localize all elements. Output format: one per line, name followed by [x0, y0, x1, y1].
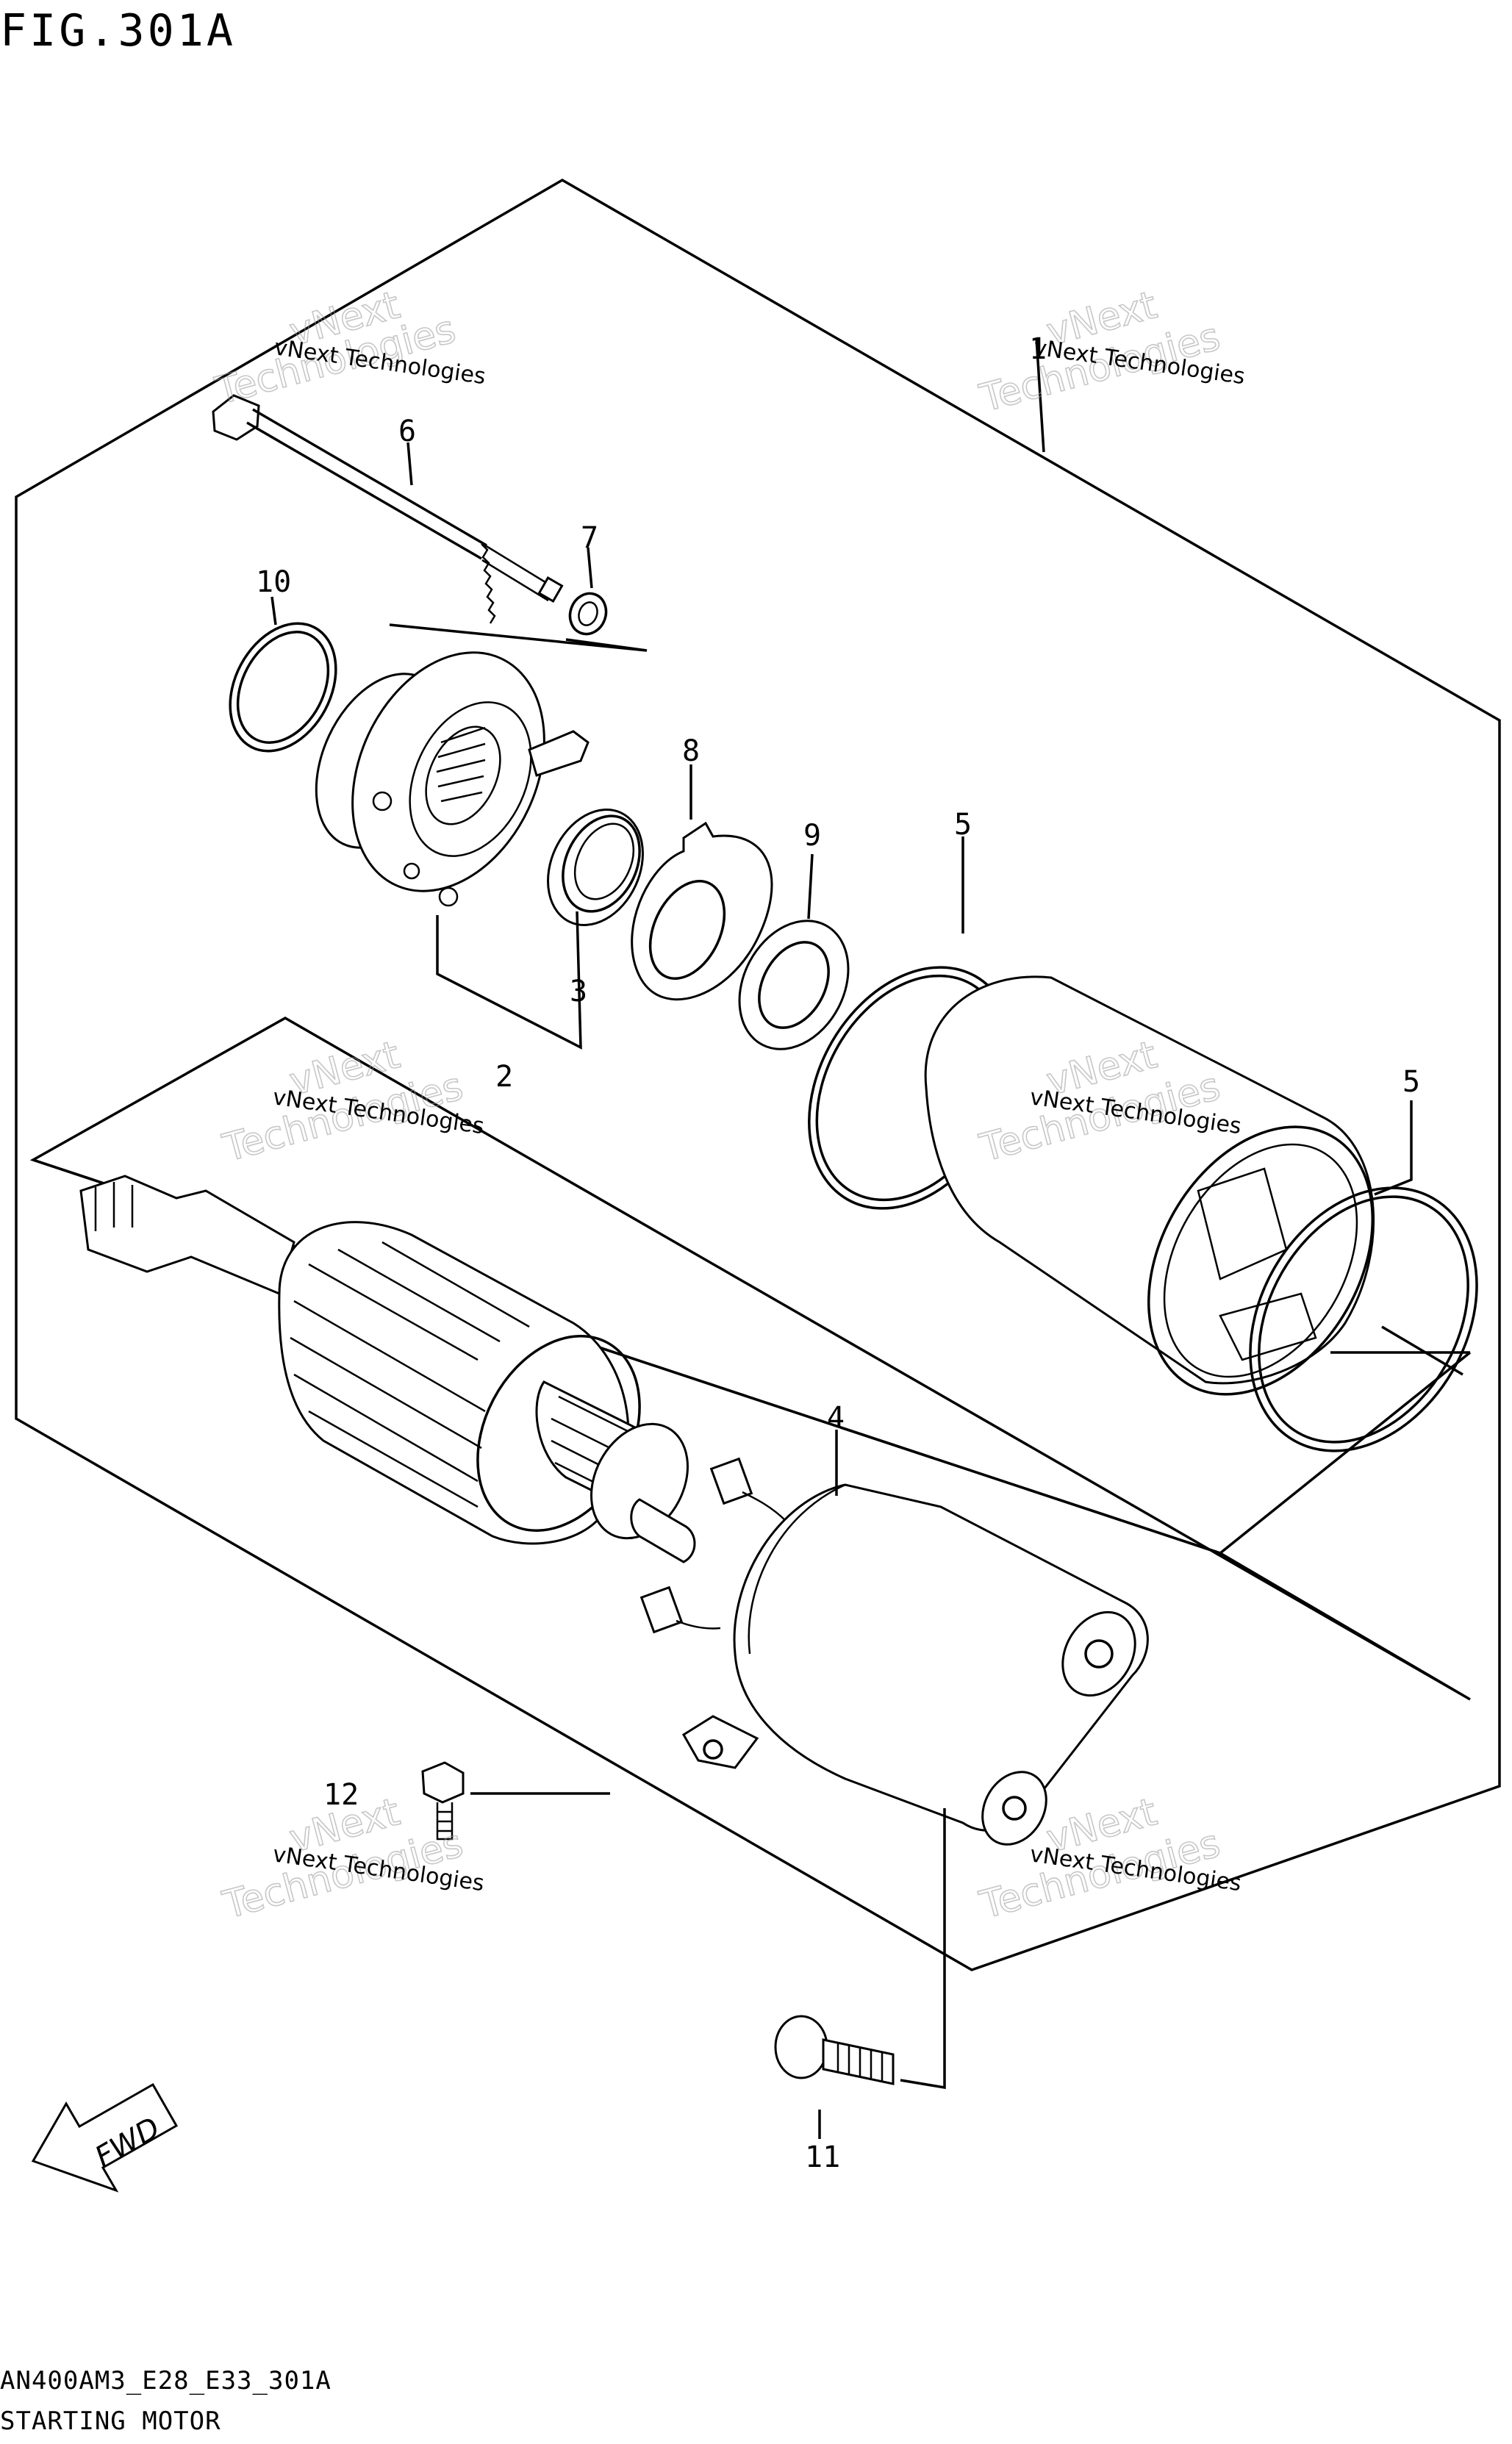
- watermark-top-left: vNext Technologies vNext Technologies: [210, 282, 487, 414]
- assembly-outline: [15, 178, 1501, 1971]
- part-3-oil-seal: [547, 808, 644, 927]
- footer-code: AN400AM3_E28_E33_301A: [0, 2366, 332, 2395]
- brush-lower: [639, 1585, 721, 1634]
- part-2-front-bracket: [315, 623, 648, 907]
- part-6-through-bolt: [212, 394, 564, 624]
- callout-7: 7: [581, 521, 598, 555]
- callout-8: 8: [682, 734, 700, 768]
- armature: [79, 1175, 696, 1563]
- part-12-terminal-bolt: [421, 1761, 465, 1841]
- part-5-o-ring-lower: [1249, 1186, 1478, 1452]
- callout-1: 1: [1029, 332, 1047, 366]
- leader-lines: [270, 337, 1463, 2139]
- callout-6: 6: [398, 415, 416, 448]
- callout-11: 11: [805, 2140, 840, 2174]
- part-8-lock-plate: [631, 821, 773, 1001]
- yoke-housing: [924, 975, 1375, 1396]
- part-4-rear-bracket: [681, 1483, 1149, 1846]
- callout-9: 9: [803, 819, 821, 853]
- part-7-washer: [568, 592, 608, 636]
- part-10-o-ring: [229, 622, 337, 753]
- callout-2: 2: [495, 1060, 513, 1094]
- callout-10: 10: [256, 565, 291, 599]
- brush-upper: [709, 1457, 787, 1522]
- part-11-mounting-bolt: [774, 2015, 895, 2085]
- callout-12: 12: [323, 1778, 359, 1812]
- figure-title: FIG.301A: [0, 5, 236, 57]
- callout-5-lower: 5: [1402, 1065, 1420, 1099]
- callout-5-upper: 5: [954, 808, 972, 842]
- watermark-mid-left: vNext Technologies vNext Technologies: [218, 1032, 486, 1171]
- watermark-top-right: vNext Technologies vNext Technologies: [975, 282, 1247, 421]
- callout-3: 3: [570, 975, 587, 1008]
- part-9-washer: [738, 920, 850, 1050]
- callout-4: 4: [827, 1401, 845, 1435]
- fwd-arrow: FWD: [31, 2082, 179, 2193]
- footer-name: STARTING MOTOR: [0, 2407, 221, 2436]
